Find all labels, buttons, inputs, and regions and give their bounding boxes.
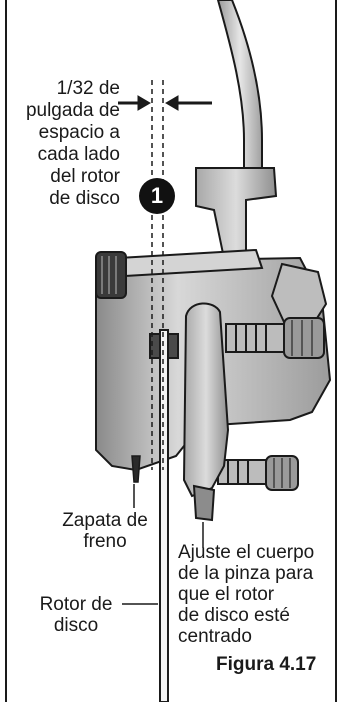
caliper-adjust-label-line: centrado (178, 626, 252, 647)
clearance-label-line: del rotor (50, 166, 120, 187)
disc-rotor-label-line: disco (53, 615, 99, 636)
brake-pad-label-line: freno (83, 531, 127, 552)
caliper-adjust-label-line: de disco esté (178, 605, 290, 626)
lower-adjust-bolt (217, 455, 299, 491)
clearance-label-line: pulgada de (25, 100, 120, 121)
brake-pad-label-line: Zapata de (62, 510, 148, 531)
clearance-arrows (118, 95, 212, 111)
clearance-label-line: de disco (49, 188, 120, 209)
barrel-adjuster-knob (95, 251, 127, 299)
clearance-label-line: cada lado (37, 144, 120, 165)
disc-rotor-label: Rotor de disco (28, 594, 124, 636)
caliper-adjust-label: Ajuste el cuerpo de la pinza para que el… (178, 542, 338, 647)
figure-number: Figura 4.17 (216, 654, 317, 675)
upper-adjust-bolt (225, 317, 325, 359)
clearance-label: 1/32 de pulgada de espacio a cada lado d… (14, 78, 120, 210)
clearance-label-line: espacio a (38, 122, 120, 143)
pad-pin (131, 455, 141, 483)
clearance-dashed-lines (151, 80, 164, 470)
clearance-label-line: 1/32 de (56, 78, 120, 99)
brake-pad-label: Zapata de freno (50, 510, 160, 552)
page-frame (5, 0, 337, 702)
caliper-adjust-label-line: que el rotor (178, 584, 275, 605)
cable-housing (216, 0, 263, 183)
leader-lines (122, 484, 204, 605)
disc-rotor-label-line: Rotor de (39, 594, 113, 615)
caliper-arm (182, 302, 230, 498)
arm-mount (192, 484, 216, 522)
caliper-adjust-label-line: Ajuste el cuerpo (178, 542, 315, 563)
caliper-adjust-label-line: de la pinza para (178, 563, 314, 584)
callout-number-badge: 1 (139, 178, 175, 214)
disc-rotor (159, 329, 169, 702)
